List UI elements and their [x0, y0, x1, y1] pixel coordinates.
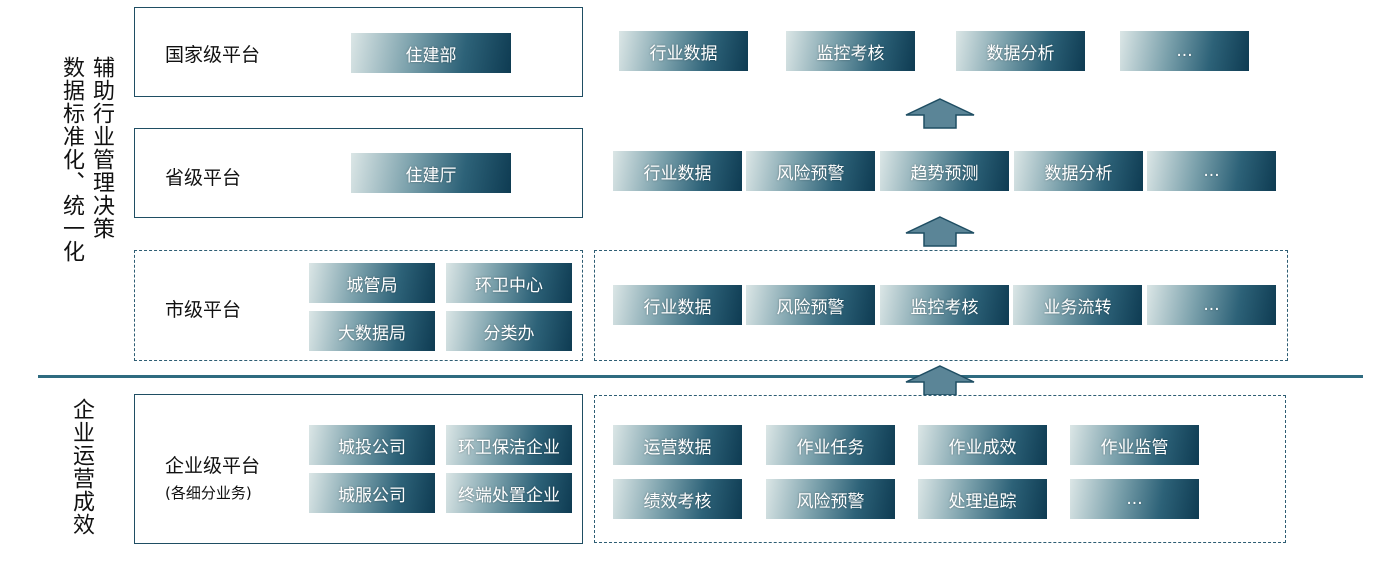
side-label-standardization: 数据标准化、统一化	[59, 56, 84, 263]
enterprise-platform-subtitle: (各细分业务)	[165, 484, 252, 502]
enterprise-platform-title: 企业级平台 (各细分业务)	[165, 451, 260, 503]
city-function-tile: 业务流转	[1013, 285, 1142, 325]
enterprise-function-tile: 风险预警	[766, 479, 895, 519]
city-function-tile: 监控考核	[880, 285, 1009, 325]
national-function-tile: 行业数据	[619, 31, 748, 71]
up-arrow-icon	[905, 365, 975, 396]
enterprise-platform-panel: 企业级平台 (各细分业务)	[134, 394, 583, 544]
city-agency-tile: 环卫中心	[446, 263, 572, 303]
enterprise-function-tile: 绩效考核	[613, 479, 742, 519]
enterprise-function-tile: ...	[1070, 479, 1199, 519]
side-label-decision-support: 辅助行业管理决策	[89, 56, 114, 240]
city-agency-tile: 大数据局	[309, 311, 435, 351]
side-label-enterprise-results: 企业运营成效	[69, 398, 94, 536]
enterprise-company-tile: 环卫保洁企业	[446, 425, 572, 465]
national-agency-tile: 住建部	[351, 33, 511, 73]
enterprise-function-tile: 运营数据	[613, 425, 742, 465]
provincial-agency-tile: 住建厅	[351, 153, 511, 193]
city-platform-title: 市级平台	[165, 299, 242, 321]
national-function-tile: 监控考核	[786, 31, 915, 71]
provincial-function-tile: ...	[1147, 151, 1276, 191]
enterprise-function-tile: 作业成效	[918, 425, 1047, 465]
enterprise-function-tile: 作业任务	[766, 425, 895, 465]
up-arrow-icon	[905, 216, 975, 247]
city-function-tile: ...	[1147, 285, 1276, 325]
provincial-function-tile: 行业数据	[613, 151, 742, 191]
enterprise-company-tile: 终端处置企业	[446, 473, 572, 513]
enterprise-functions-panel	[594, 395, 1286, 543]
provincial-function-tile: 风险预警	[746, 151, 875, 191]
national-function-tile: 数据分析	[956, 31, 1085, 71]
enterprise-company-tile: 城投公司	[309, 425, 435, 465]
enterprise-platform-name: 企业级平台	[165, 455, 261, 477]
city-agency-tile: 城管局	[309, 263, 435, 303]
provincial-platform-title: 省级平台	[165, 167, 242, 189]
section-divider	[38, 375, 1363, 378]
up-arrow-icon	[905, 98, 975, 129]
national-function-tile: ...	[1120, 31, 1249, 71]
city-agency-tile: 分类办	[446, 311, 572, 351]
enterprise-function-tile: 处理追踪	[918, 479, 1047, 519]
city-function-tile: 行业数据	[613, 285, 742, 325]
provincial-function-tile: 数据分析	[1014, 151, 1143, 191]
national-platform-title: 国家级平台	[165, 44, 261, 66]
provincial-function-tile: 趋势预测	[880, 151, 1009, 191]
city-function-tile: 风险预警	[746, 285, 875, 325]
enterprise-function-tile: 作业监管	[1070, 425, 1199, 465]
enterprise-company-tile: 城服公司	[309, 473, 435, 513]
